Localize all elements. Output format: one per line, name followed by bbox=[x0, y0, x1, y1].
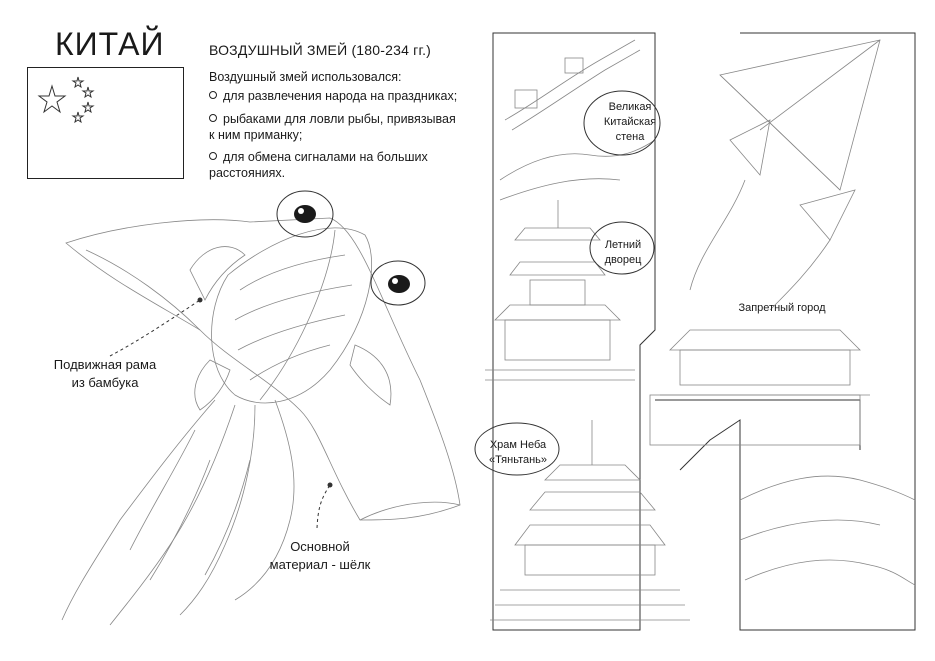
fish-eyes bbox=[276, 190, 426, 306]
intro-text: Воздушный змей использовался: bbox=[209, 70, 402, 84]
label-temple-of-heaven: Храм Неба «Тяньтань» bbox=[488, 439, 548, 466]
summer-palace-drawing bbox=[485, 200, 635, 381]
temple-of-heaven-drawing bbox=[490, 420, 690, 621]
letter-right-stem-outline bbox=[679, 32, 916, 631]
cloud-label-summer bbox=[589, 221, 655, 275]
cloud-label-wall bbox=[583, 90, 661, 156]
label-great-wall: Великая Китайская стена bbox=[603, 101, 657, 143]
fish-body bbox=[211, 227, 372, 404]
mountains-drawing bbox=[739, 475, 916, 586]
fish-fins bbox=[189, 246, 392, 411]
letter-left-stem-outline bbox=[492, 32, 656, 631]
label-summer-palace: Летний дворец bbox=[604, 239, 642, 266]
bullet-item: рыбаками для ловли рыбы, привязывая к ни… bbox=[209, 112, 456, 142]
letter-crossbar-outline bbox=[655, 399, 861, 450]
kites-in-sky-drawing bbox=[689, 39, 881, 311]
bullet-circle-icon bbox=[209, 91, 217, 99]
china-flag-outline bbox=[27, 67, 184, 179]
bullet-item: для обмена сигналами на больших расстоян… bbox=[209, 150, 428, 180]
forbidden-city-drawing bbox=[649, 329, 870, 446]
bullet-item: для развлечения народа на праздниках; bbox=[209, 88, 457, 104]
label-forbidden-city: Запретный город bbox=[738, 302, 826, 314]
great-wall-drawing bbox=[499, 39, 656, 201]
flag-stars-icon bbox=[37, 76, 95, 124]
bullet-circle-icon bbox=[209, 114, 217, 122]
callout-silk-material: Основной материал - шёлк bbox=[269, 539, 371, 572]
kite-heading: ВОЗДУШНЫЙ ЗМЕЙ (180-234 гг.) bbox=[209, 42, 432, 58]
frame-pointer-dot bbox=[197, 297, 203, 303]
bullet-circle-icon bbox=[209, 152, 217, 160]
silk-pointer-dot bbox=[327, 482, 333, 488]
callout-bamboo-frame: Подвижная рама из бамбука bbox=[53, 357, 157, 390]
fish-tail bbox=[61, 399, 295, 626]
cloud-label-temple bbox=[474, 422, 560, 476]
page-title: КИТАЙ bbox=[55, 26, 165, 62]
kite-wing-outline bbox=[65, 217, 461, 521]
